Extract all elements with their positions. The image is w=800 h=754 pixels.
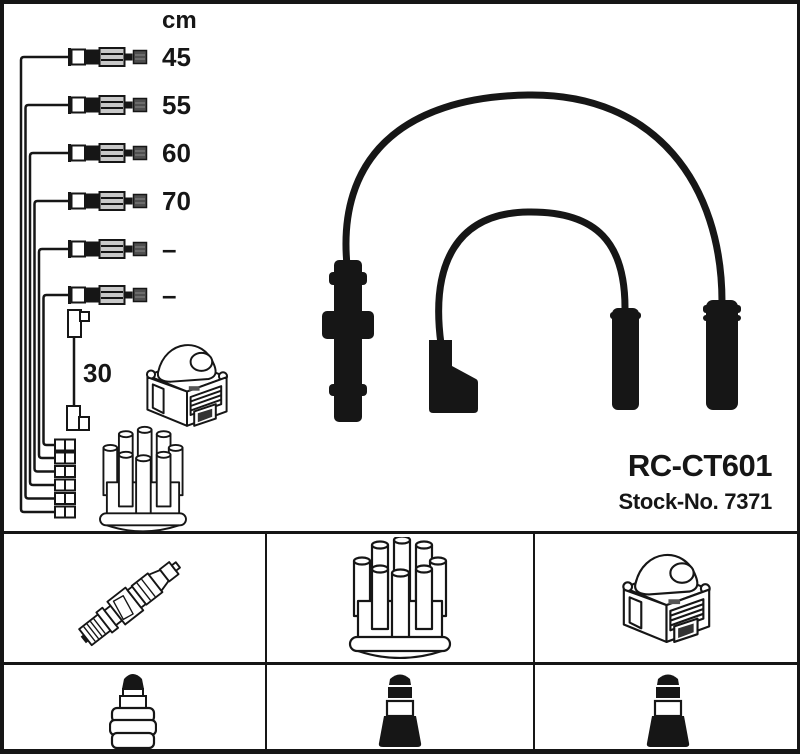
coil-wire-schematic — [66, 309, 90, 431]
spark-plug-boot-icon — [108, 672, 157, 749]
cable-length-label: 45 — [162, 42, 191, 72]
coil-boot-icon — [645, 672, 690, 748]
distributor-cap-icon — [348, 537, 452, 659]
cable-length-label: – — [162, 234, 177, 264]
cap-terminal-icons — [54, 438, 76, 519]
ribbed-boot — [322, 260, 374, 422]
ignition-coil-icon — [145, 344, 229, 427]
cable-length-label: 55 — [162, 90, 191, 120]
legend-cell-coil-boot — [535, 665, 800, 754]
ignition-coil-icon — [621, 553, 711, 644]
legend-cell-spark-plug-boot — [0, 665, 267, 754]
length-unit-label: cm — [162, 7, 197, 34]
spark-plug-icon — [72, 552, 188, 652]
cable-length-label: 60 — [162, 138, 191, 168]
distributor-boot-icon — [377, 672, 423, 748]
cable-connector-icons — [67, 47, 148, 305]
legend-cell-distributor-cap — [267, 534, 535, 665]
straight-boot-short — [610, 308, 641, 410]
coil-wire-length-label: 30 — [83, 358, 112, 388]
straight-boot-long — [703, 300, 741, 410]
cable-photo — [322, 91, 741, 422]
legend-cell-ignition-coil — [535, 534, 800, 665]
legend-cell-distributor-boot — [267, 665, 535, 754]
cable-length-label: – — [162, 280, 177, 310]
distributor-cap-icon — [99, 425, 187, 533]
part-number: RC-CT601 — [627, 448, 773, 483]
stock-number: Stock-No. 7371 — [618, 489, 772, 514]
diagram-canvas — [19, 47, 741, 533]
cable-bus-lines — [19, 55, 68, 514]
cable-length-label: 70 — [162, 186, 191, 216]
elbow-boot — [429, 340, 478, 413]
legend-cell-spark-plug — [0, 534, 267, 665]
component-legend-table — [0, 531, 800, 754]
